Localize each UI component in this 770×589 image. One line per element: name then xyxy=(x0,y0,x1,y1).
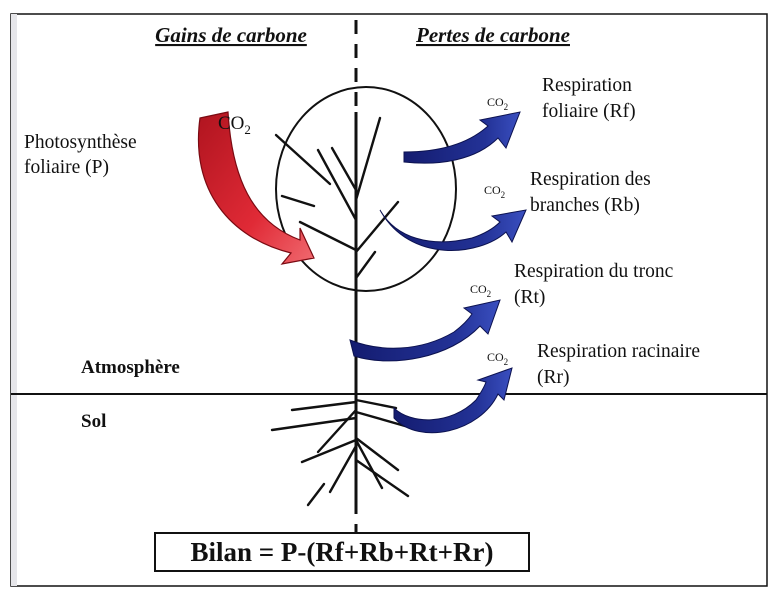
tree-branches xyxy=(274,116,400,280)
respiration-rb-co2: CO2 xyxy=(484,183,505,200)
photosynthesis-arrow xyxy=(197,111,315,265)
tree-roots xyxy=(270,398,414,507)
respiration-rr-line1: Respiration racinaire xyxy=(537,341,700,362)
photosynthesis-label-line1: Photosynthèse xyxy=(24,132,137,153)
zone-soil: Sol xyxy=(81,411,106,432)
respiration-rf-line1: Respiration xyxy=(542,75,632,96)
respiration-rt-co2: CO2 xyxy=(470,282,491,299)
formula-box xyxy=(154,532,530,572)
respiration-rb-line2: branches (Rb) xyxy=(530,195,640,216)
respiration-rt-line2: (Rt) xyxy=(514,287,545,308)
respiration-arrow-rr xyxy=(393,367,513,434)
curved-arrow-out-icon xyxy=(379,209,527,251)
respiration-rf-co2: CO2 xyxy=(487,95,508,112)
respiration-rb-line1: Respiration des xyxy=(530,169,651,190)
crown-circle xyxy=(275,86,457,292)
respiration-rr-co2: CO2 xyxy=(487,350,508,367)
frame-edge-shadow xyxy=(11,14,17,586)
respiration-arrow-rb xyxy=(379,209,527,251)
curved-arrow-out-icon xyxy=(403,111,521,164)
balance-formula: Bilan = P-(Rf+Rb+Rt+Rr) xyxy=(190,537,493,567)
header-losses: Pertes de carbone xyxy=(415,23,570,47)
curved-arrow-out-icon xyxy=(393,367,513,434)
respiration-rf-line2: foliaire (Rf) xyxy=(542,101,636,122)
diagram-frame xyxy=(10,13,768,587)
photosynthesis-label-line2: foliaire (P) xyxy=(24,157,109,178)
respiration-rr-line2: (Rr) xyxy=(537,367,570,388)
zone-atmosphere: Atmosphère xyxy=(81,357,180,378)
curved-arrow-out-icon xyxy=(349,299,501,362)
header-gains: Gains de carbone xyxy=(155,23,307,47)
curved-arrow-in-icon xyxy=(197,111,315,265)
respiration-arrow-rt xyxy=(349,299,501,362)
respiration-rt-line1: Respiration du tronc xyxy=(514,261,674,282)
photosynthesis-co2: CO2 xyxy=(218,113,251,137)
respiration-arrow-rf xyxy=(403,111,521,164)
